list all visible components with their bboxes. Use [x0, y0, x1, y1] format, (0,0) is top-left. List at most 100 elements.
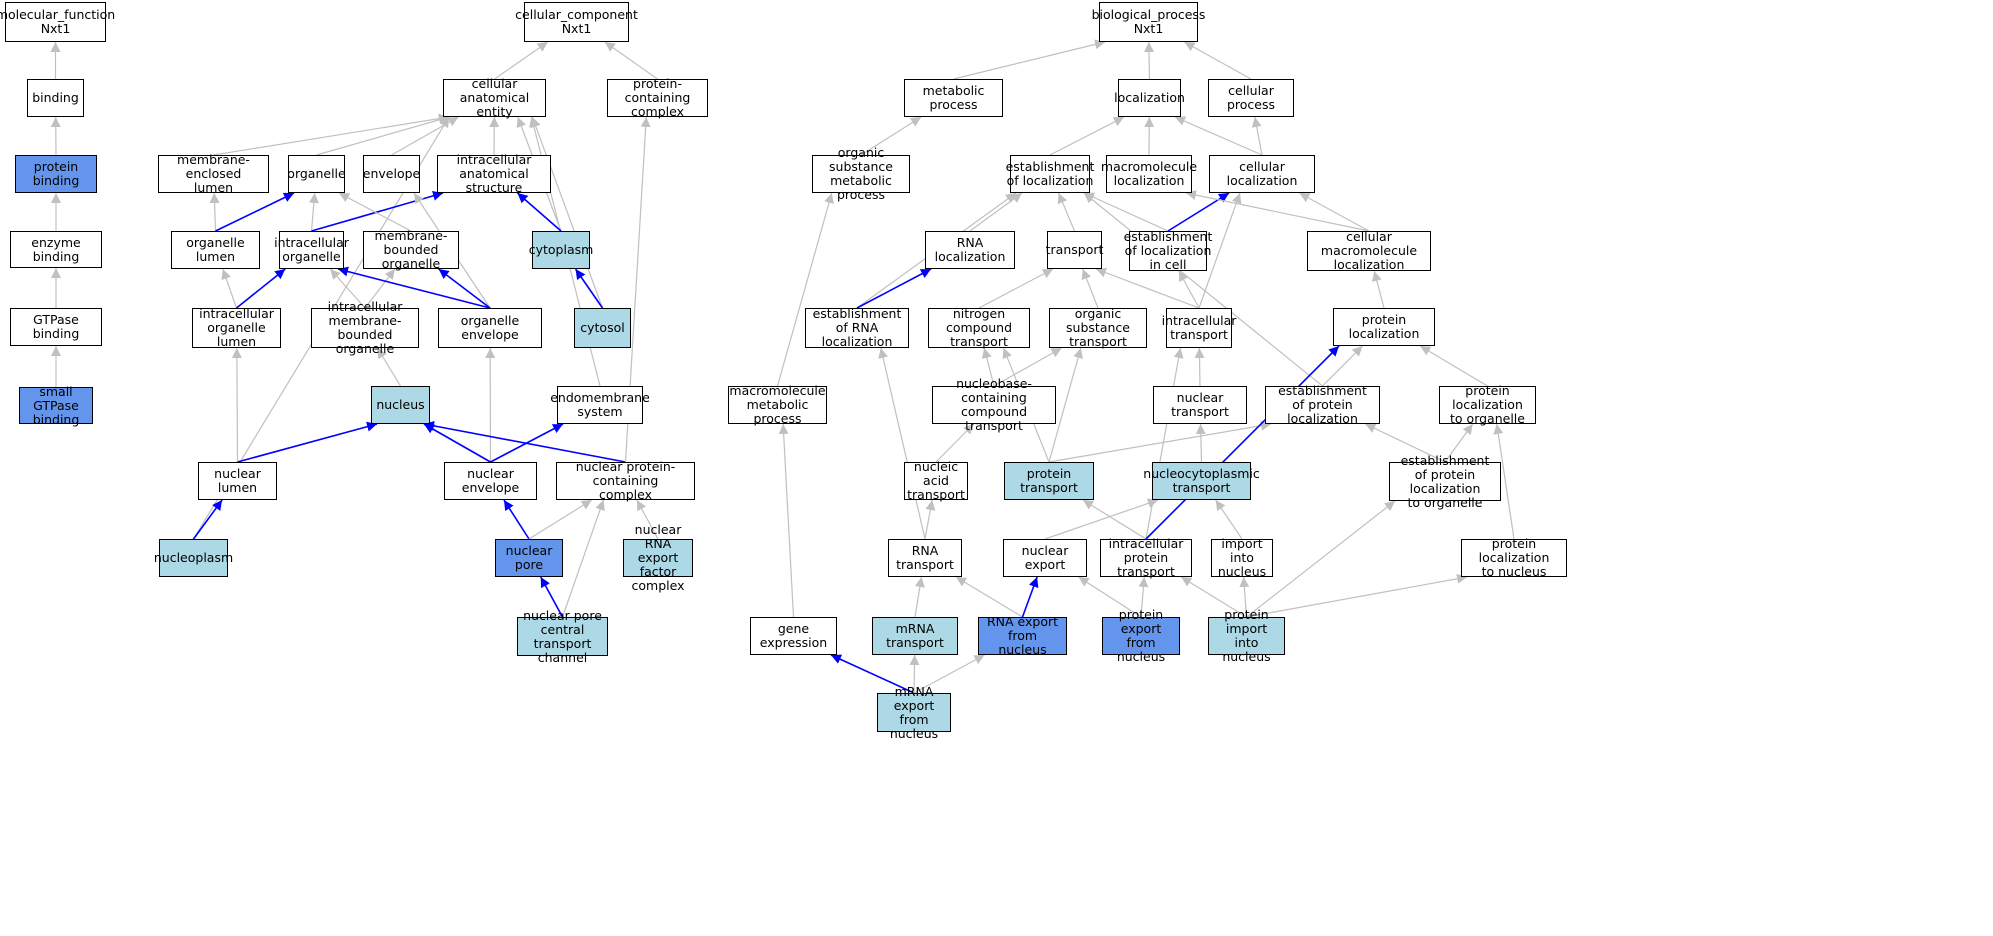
edge-piin-to-pln: [1246, 573, 1468, 618]
edge-protein_transport-to-ost: [1048, 347, 1083, 463]
node-pcc[interactable]: protein-containing complex: [607, 77, 708, 119]
node-mf[interactable]: molecular_function Nxt1: [0, 2, 115, 42]
node-piin[interactable]: protein import into nucleus: [1208, 608, 1285, 664]
node-organelle[interactable]: organelle: [287, 155, 346, 193]
node-eplo[interactable]: establishment of protein localization to…: [1389, 453, 1501, 509]
edge-nucleus-to-imbo: [376, 347, 402, 387]
node-eol[interactable]: establishment of localization: [1006, 155, 1094, 193]
edge-mrna_transport-to-rna_transport: [914, 576, 925, 618]
node-eolc[interactable]: establishment of localization in cell: [1123, 229, 1213, 272]
node-mbo[interactable]: membrane-bounded organelle: [363, 229, 459, 271]
node-mmp[interactable]: macromolecule metabolic process: [728, 383, 827, 426]
node-gtpase-binding[interactable]: GTPase binding: [10, 308, 102, 346]
edge-oe-to-mbo: [438, 268, 491, 309]
edge-npctc-to-npcc: [561, 499, 605, 618]
node-rna-transport[interactable]: RNA transport: [888, 539, 962, 577]
node-transport[interactable]: transport: [1046, 231, 1103, 269]
node-pln[interactable]: protein localization to nucleus: [1461, 537, 1567, 579]
edge-oe-to-io: [337, 266, 491, 309]
node-nucleus[interactable]: nucleus: [371, 386, 430, 424]
node-oe[interactable]: organelle envelope: [438, 308, 542, 348]
node-nct[interactable]: nitrogen compound transport: [928, 307, 1030, 349]
node-it[interactable]: intracellular transport: [1162, 308, 1236, 348]
node-localization[interactable]: localization: [1114, 79, 1185, 117]
edge-ncct-to-ost: [993, 347, 1062, 387]
node-ncct[interactable]: nucleobase-containing compound transport: [932, 377, 1056, 433]
node-organelle-lumen[interactable]: organelle lumen: [171, 231, 260, 269]
node-mefn[interactable]: mRNA export from nucleus: [877, 684, 951, 740]
edge-npcc-to-nucleus: [423, 420, 626, 463]
edge-nuclear_pore-to-ne: [503, 499, 530, 540]
node-cl[interactable]: cellular localization: [1209, 155, 1315, 193]
node-envelope[interactable]: envelope: [363, 155, 420, 193]
node-nct2[interactable]: nucleocytoplasmic transport: [1143, 462, 1260, 500]
edge-cytosol-to-cae: [531, 116, 604, 309]
edge-ipt-to-it: [1145, 347, 1184, 540]
node-nuclear-pore[interactable]: nuclear pore: [495, 539, 563, 577]
node-nrefc[interactable]: nuclear RNA export factor complex: [623, 523, 693, 593]
node-small-gtpase[interactable]: small GTPase binding: [19, 384, 93, 426]
node-nuclear-export[interactable]: nuclear export: [1003, 539, 1087, 577]
edge-ncct-to-nct: [981, 347, 995, 387]
edge-rna_transport-to-nat: [924, 499, 936, 540]
node-ost[interactable]: organic substance transport: [1049, 307, 1147, 349]
node-gene-expression[interactable]: gene expression: [750, 617, 837, 655]
edge-organelle_lumen-to-mel: [209, 192, 220, 232]
node-pefn[interactable]: protein export from nucleus: [1102, 608, 1180, 664]
node-pl[interactable]: protein localization: [1333, 308, 1435, 346]
node-refn[interactable]: RNA export from nucleus: [978, 615, 1067, 657]
edge-eplo-to-plo: [1444, 423, 1474, 463]
node-mel[interactable]: membrane-enclosed lumen: [158, 153, 269, 195]
edge-cellular_process-to-bp: [1184, 41, 1252, 80]
node-npcc[interactable]: nuclear protein-containing complex: [556, 460, 695, 502]
node-ipt[interactable]: intracellular protein transport: [1100, 537, 1192, 579]
node-erl[interactable]: establishment of RNA localization: [805, 307, 909, 349]
node-endo[interactable]: endomembrane system: [550, 386, 650, 424]
node-protein-binding[interactable]: protein binding: [15, 155, 97, 193]
node-cellular-process[interactable]: cellular process: [1208, 79, 1294, 117]
edge-rna_loc-to-eol: [969, 192, 1023, 232]
node-cytoplasm[interactable]: cytoplasm: [529, 231, 593, 269]
node-imbo[interactable]: intracellular membrane-bounded organelle: [311, 300, 419, 356]
node-iin[interactable]: import into nucleus: [1211, 537, 1273, 579]
edge-it-to-cl: [1198, 192, 1242, 309]
node-nat[interactable]: nucleic acid transport: [904, 460, 968, 502]
edge-rna_transport-to-erl: [878, 347, 926, 540]
node-epl[interactable]: establishment of protein localization: [1265, 384, 1380, 426]
edge-it-to-eolc: [1178, 270, 1200, 309]
node-rna-loc[interactable]: RNA localization: [925, 231, 1015, 269]
node-iol[interactable]: intracellular organelle lumen: [192, 307, 281, 349]
node-nucleoplasm[interactable]: nucleoplasm: [154, 539, 233, 577]
edge-io-to-organelle: [308, 192, 319, 232]
node-cytosol[interactable]: cytosol: [574, 308, 631, 348]
edge-mefn-to-gene_expression: [830, 654, 915, 694]
node-ias[interactable]: intracellular anatomical structure: [437, 153, 551, 195]
node-ml[interactable]: macromolecule localization: [1101, 155, 1197, 193]
node-nuclear-transport[interactable]: nuclear transport: [1153, 386, 1247, 424]
node-ne[interactable]: nuclear envelope: [444, 462, 537, 500]
edge-io-to-ias: [311, 190, 444, 232]
edge-nct-to-transport: [978, 268, 1054, 309]
node-protein-transport[interactable]: protein transport: [1004, 462, 1094, 500]
edge-envelope-to-cae: [391, 116, 459, 156]
edge-erl-to-rna_loc: [856, 268, 932, 309]
node-metabolic[interactable]: metabolic process: [904, 79, 1003, 117]
node-npctc[interactable]: nuclear pore central transport channel: [517, 608, 608, 664]
edge-cytosol-to-cytoplasm: [574, 268, 604, 309]
node-mrna-transport[interactable]: mRNA transport: [872, 617, 958, 655]
node-binding[interactable]: binding: [27, 79, 84, 117]
node-cc[interactable]: cellular_component Nxt1: [515, 2, 638, 42]
edge-nuclear_lumen-to-nucleus: [237, 421, 378, 463]
node-nuclear-lumen[interactable]: nuclear lumen: [198, 462, 277, 500]
node-cae[interactable]: cellular anatomical entity: [443, 77, 546, 119]
node-enzyme-binding[interactable]: enzyme binding: [10, 231, 102, 268]
edge-piin-to-eplo: [1246, 500, 1396, 618]
node-cml[interactable]: cellular macromolecule localization: [1307, 230, 1431, 272]
node-bp[interactable]: biological_process Nxt1: [1092, 2, 1205, 42]
node-osmp[interactable]: organic substance metabolic process: [812, 146, 910, 202]
node-io[interactable]: intracellular organelle: [274, 231, 349, 269]
edge-ne-to-nucleus: [423, 423, 491, 463]
edge-imbo-to-mbo: [364, 268, 396, 309]
node-plo[interactable]: protein localization to organelle: [1439, 384, 1536, 426]
